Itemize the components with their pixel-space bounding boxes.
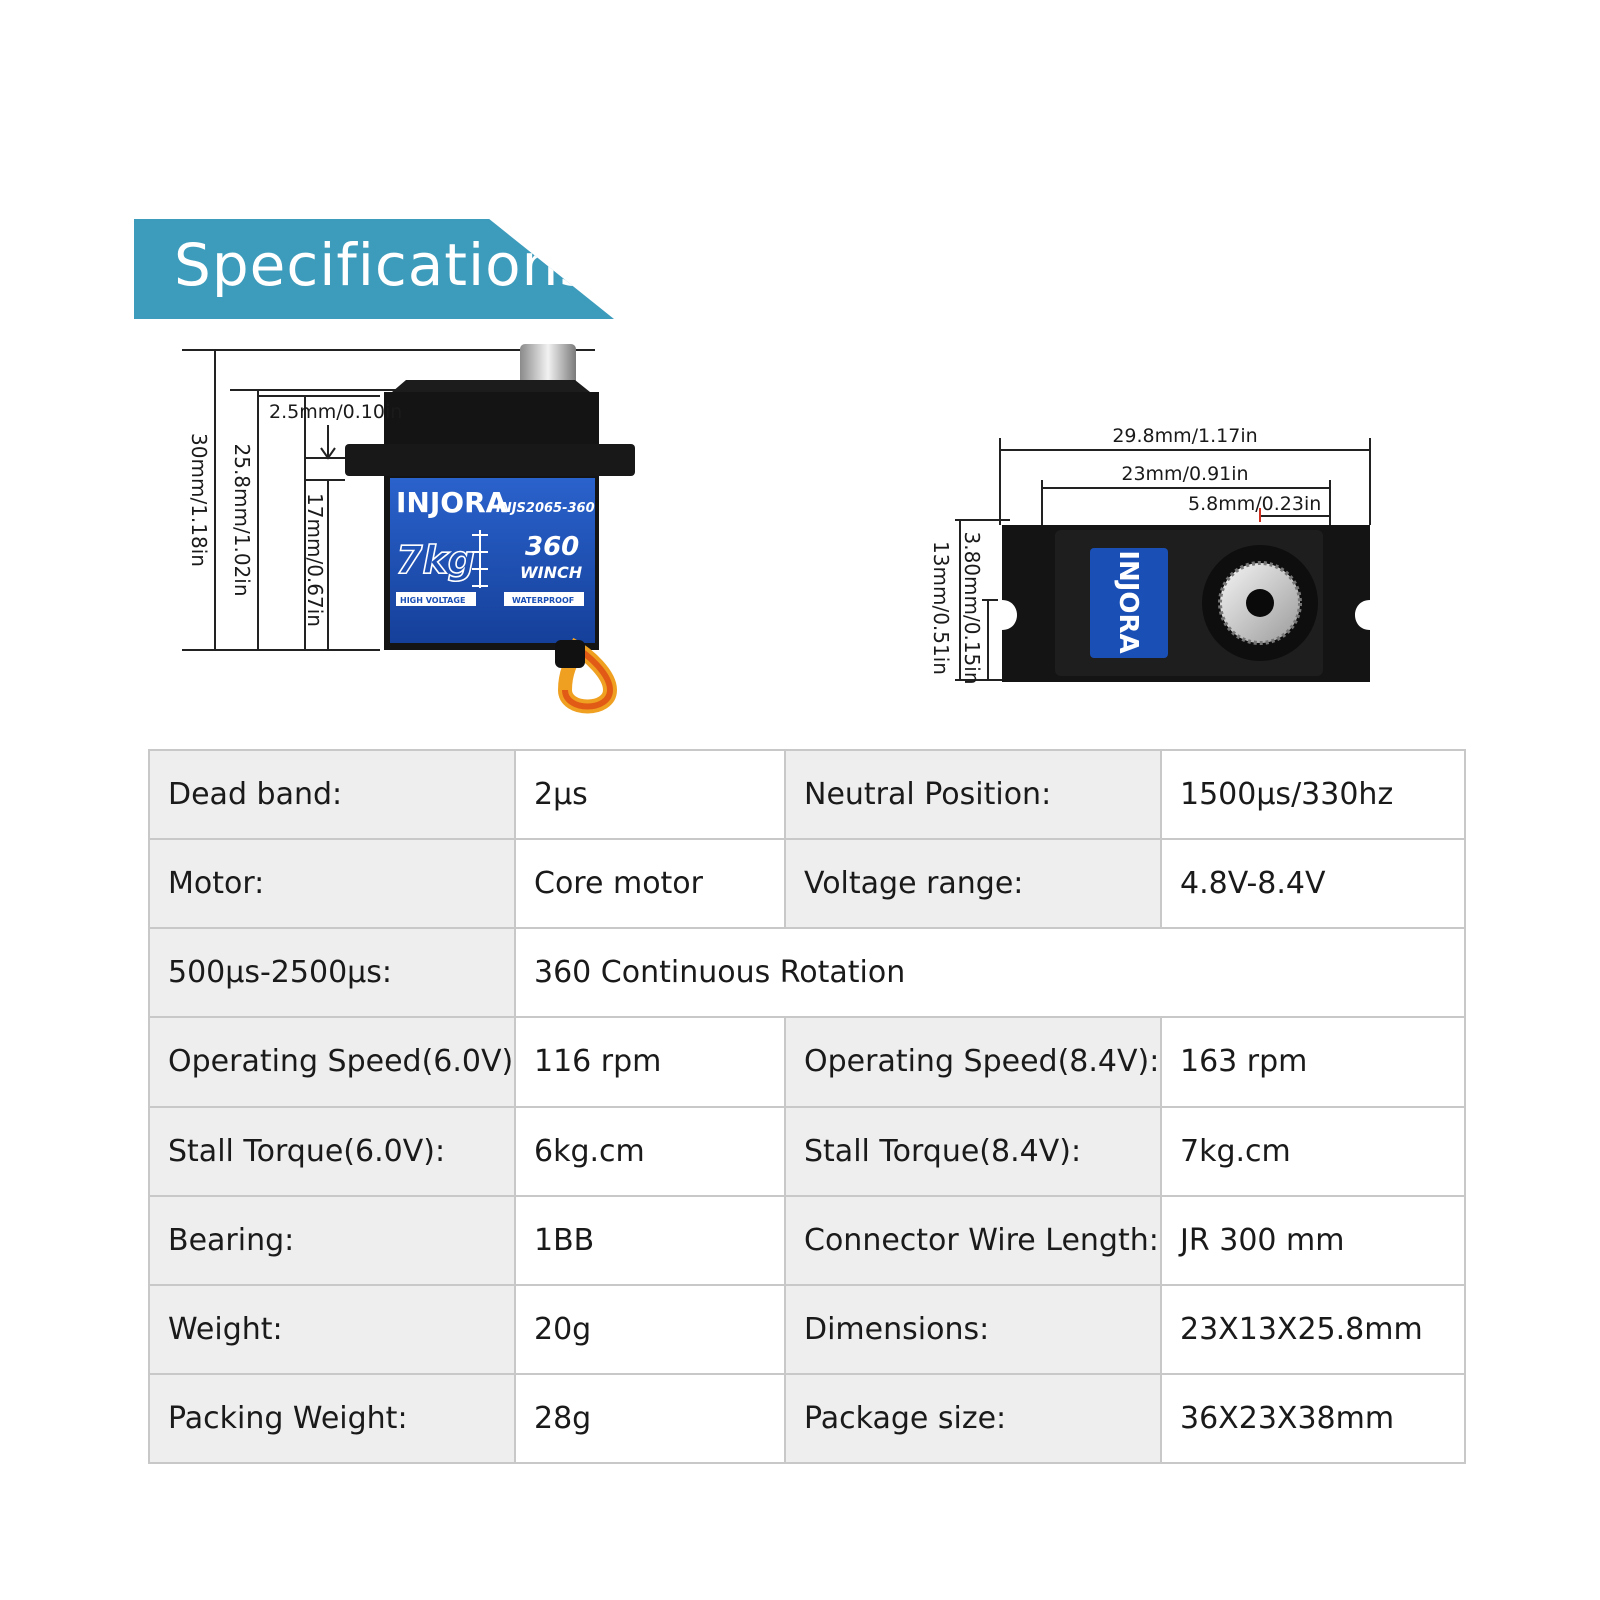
banner-title: Specifications	[174, 231, 591, 299]
table-row: Bearing: 1BB Connector Wire Length: JR 3…	[148, 1194, 1466, 1286]
spec-value: 116 rpm	[514, 1016, 786, 1108]
side-type-badge: WINCH	[520, 563, 583, 582]
table-row: 500μs-2500μs: 360 Continuous Rotation	[148, 927, 1466, 1019]
spec-value: 4.8V-8.4V	[1160, 838, 1466, 930]
side-model-text: INJS2065-360	[496, 501, 595, 516]
spec-label: Voltage range:	[784, 838, 1162, 930]
spec-label: Dead band:	[148, 748, 516, 841]
spec-value: JR 300 mm	[1160, 1194, 1466, 1286]
spec-value: 28g	[514, 1372, 786, 1465]
dim-flange-offset: 2.5mm/0.10in	[269, 401, 402, 423]
servo-top-view-diagram: INJORA 29.8mm/1.17in 23mm/0.91in 5.8mm/0…	[929, 425, 1371, 685]
table-row: Weight: 20g Dimensions: 23X13X25.8mm	[148, 1283, 1466, 1375]
spec-label: Operating Speed(8.4V):	[784, 1016, 1162, 1108]
specifications-table: Dead band: 2μs Neutral Position: 1500μs/…	[148, 748, 1466, 1465]
side-logo: INJORA	[396, 486, 508, 519]
dim-width: 13mm/0.51in	[929, 541, 953, 675]
table-row: Operating Speed(6.0V): 116 rpm Operating…	[148, 1016, 1466, 1108]
top-dimension-lines	[955, 438, 1371, 681]
spec-label: Motor:	[148, 838, 516, 930]
table-row: Stall Torque(6.0V): 6kg.cm Stall Torque(…	[148, 1105, 1466, 1197]
spec-label: Bearing:	[148, 1194, 516, 1286]
spec-label: Dimensions:	[784, 1283, 1162, 1375]
side-rotation-badge: 360	[525, 532, 579, 562]
spec-value: 163 rpm	[1160, 1016, 1466, 1108]
spec-label: Stall Torque(6.0V):	[148, 1105, 516, 1197]
spec-label: Connector Wire Length:	[784, 1194, 1162, 1286]
spec-value: 20g	[514, 1283, 786, 1375]
spec-label: Operating Speed(6.0V):	[148, 1016, 516, 1108]
spec-value: 23X13X25.8mm	[1160, 1283, 1466, 1375]
spec-label: Weight:	[148, 1283, 516, 1375]
side-tag-left: HIGH VOLTAGE	[400, 596, 465, 605]
spec-value: 1BB	[514, 1194, 786, 1286]
spec-value: 7kg.cm	[1160, 1105, 1466, 1197]
dim-flange-height: 17mm/0.67in	[303, 493, 327, 627]
spec-value: 360 Continuous Rotation	[514, 927, 1466, 1019]
spec-label: Packing Weight:	[148, 1372, 516, 1465]
spec-label: 500μs-2500μs:	[148, 927, 516, 1019]
table-row: Dead band: 2μs Neutral Position: 1500μs/…	[148, 748, 1466, 841]
spec-label: Stall Torque(8.4V):	[784, 1105, 1162, 1197]
servo-top-view-icon	[1002, 525, 1370, 682]
dim-total-height: 30mm/1.18in	[187, 433, 211, 567]
table-row: Packing Weight: 28g Package size: 36X23X…	[148, 1372, 1466, 1465]
dim-body-height: 25.8mm/1.02in	[230, 444, 254, 597]
spec-value: Core motor	[514, 838, 786, 930]
table-row: Motor: Core motor Voltage range: 4.8V-8.…	[148, 838, 1466, 930]
servo-side-view-icon	[345, 344, 635, 714]
dim-shaft-offset: 5.8mm/0.23in	[1188, 493, 1321, 515]
spec-value: 2μs	[514, 748, 786, 841]
spec-label: Package size:	[784, 1372, 1162, 1465]
servo-side-view-diagram: INJORA INJS2065-360 7kg 360 WINCH HIGH V…	[182, 344, 635, 714]
spec-value: 36X23X38mm	[1160, 1372, 1466, 1465]
spec-value: 1500μs/330hz	[1160, 748, 1466, 841]
side-torque-badge: 7kg	[396, 538, 475, 582]
down-arrow-icon	[320, 447, 336, 460]
spec-value: 6kg.cm	[514, 1105, 786, 1197]
dim-flange-thickness: 3.80mm/0.15in	[960, 532, 984, 685]
specifications-banner: Specifications	[134, 219, 614, 319]
top-logo: INJORA	[1113, 550, 1143, 653]
spec-label: Neutral Position:	[784, 748, 1162, 841]
side-tag-right: WATERPROOF	[512, 596, 574, 605]
dim-mount-spacing: 23mm/0.91in	[1121, 463, 1248, 485]
dim-total-length: 29.8mm/1.17in	[1112, 425, 1257, 447]
